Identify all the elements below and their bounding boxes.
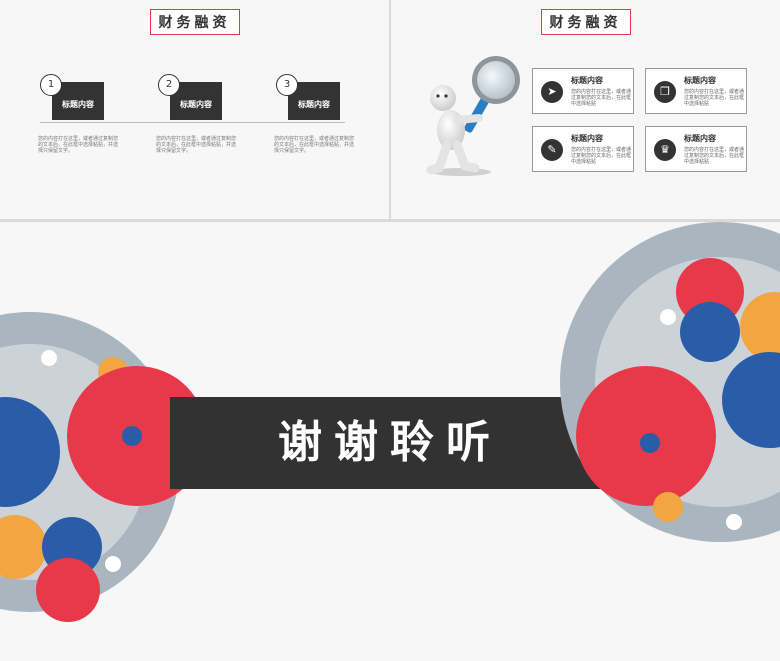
paperclip-icon: ✎ (541, 139, 563, 161)
card-title: 标题内容 (571, 76, 603, 85)
card-description: 您的内容打在这里，或者通过复制您的文本后，在此框中选择粘贴 (571, 147, 632, 165)
step-description: 您的内容打在这里，或者通过复制您的文本后，在此框中选择粘贴，并选择只保留文字。 (38, 136, 119, 154)
info-card-1: ➤ 标题内容 您的内容打在这里，或者通过复制您的文本后，在此框中选择粘贴 (532, 68, 634, 114)
step-number: 2 (158, 74, 180, 96)
copy-icon: ❐ (654, 81, 676, 103)
step-2: 2 标题内容 (158, 72, 238, 122)
thank-you-banner: 谢谢聆听 (170, 397, 610, 489)
step-description: 您的内容打在这里，或者通过复制您的文本后，在此框中选择粘贴，并选择只保留文字。 (156, 136, 237, 154)
step-1: 1 标题内容 (40, 72, 120, 122)
step-number: 3 (276, 74, 298, 96)
slide-financing-steps[interactable]: 财务融资 1 标题内容 2 标题内容 3 标题内容 您的内容打在这里，或者通过复… (0, 0, 389, 219)
card-description: 您的内容打在这里，或者通过复制您的文本后，在此框中选择粘贴 (571, 89, 632, 107)
right-circle-cluster (560, 222, 780, 542)
step-description: 您的内容打在这里，或者通过复制您的文本后，在此框中选择粘贴，并选择只保留文字。 (274, 136, 355, 154)
paper-plane-icon: ➤ (541, 81, 563, 103)
timeline-divider (40, 122, 345, 123)
card-description: 您的内容打在这里，或者通过复制您的文本后，在此框中选择粘贴 (684, 147, 745, 165)
slide-thank-you[interactable]: 谢谢聆听 (0, 222, 780, 661)
trophy-icon: ♛ (654, 139, 676, 161)
step-3: 3 标题内容 (276, 72, 356, 122)
step-number: 1 (40, 74, 62, 96)
card-title: 标题内容 (684, 76, 716, 85)
slide-financing-cards[interactable]: 财务融资 ➤ 标题内容 您的内容打在这里，或者通过复制您的文本后，在此框中选择粘… (391, 0, 780, 219)
figure-with-magnifier-image (426, 56, 520, 176)
thank-you-text: 谢谢聆听 (278, 417, 502, 468)
card-title: 标题内容 (571, 134, 603, 143)
card-title: 标题内容 (684, 134, 716, 143)
slide-title: 财务融资 (149, 9, 240, 35)
card-description: 您的内容打在这里，或者通过复制您的文本后，在此框中选择粘贴 (684, 89, 745, 107)
info-card-2: ❐ 标题内容 您的内容打在这里，或者通过复制您的文本后，在此框中选择粘贴 (645, 68, 747, 114)
info-card-4: ♛ 标题内容 您的内容打在这里，或者通过复制您的文本后，在此框中选择粘贴 (645, 126, 747, 172)
info-card-3: ✎ 标题内容 您的内容打在这里，或者通过复制您的文本后，在此框中选择粘贴 (532, 126, 634, 172)
slide-title: 财务融资 (540, 9, 631, 35)
